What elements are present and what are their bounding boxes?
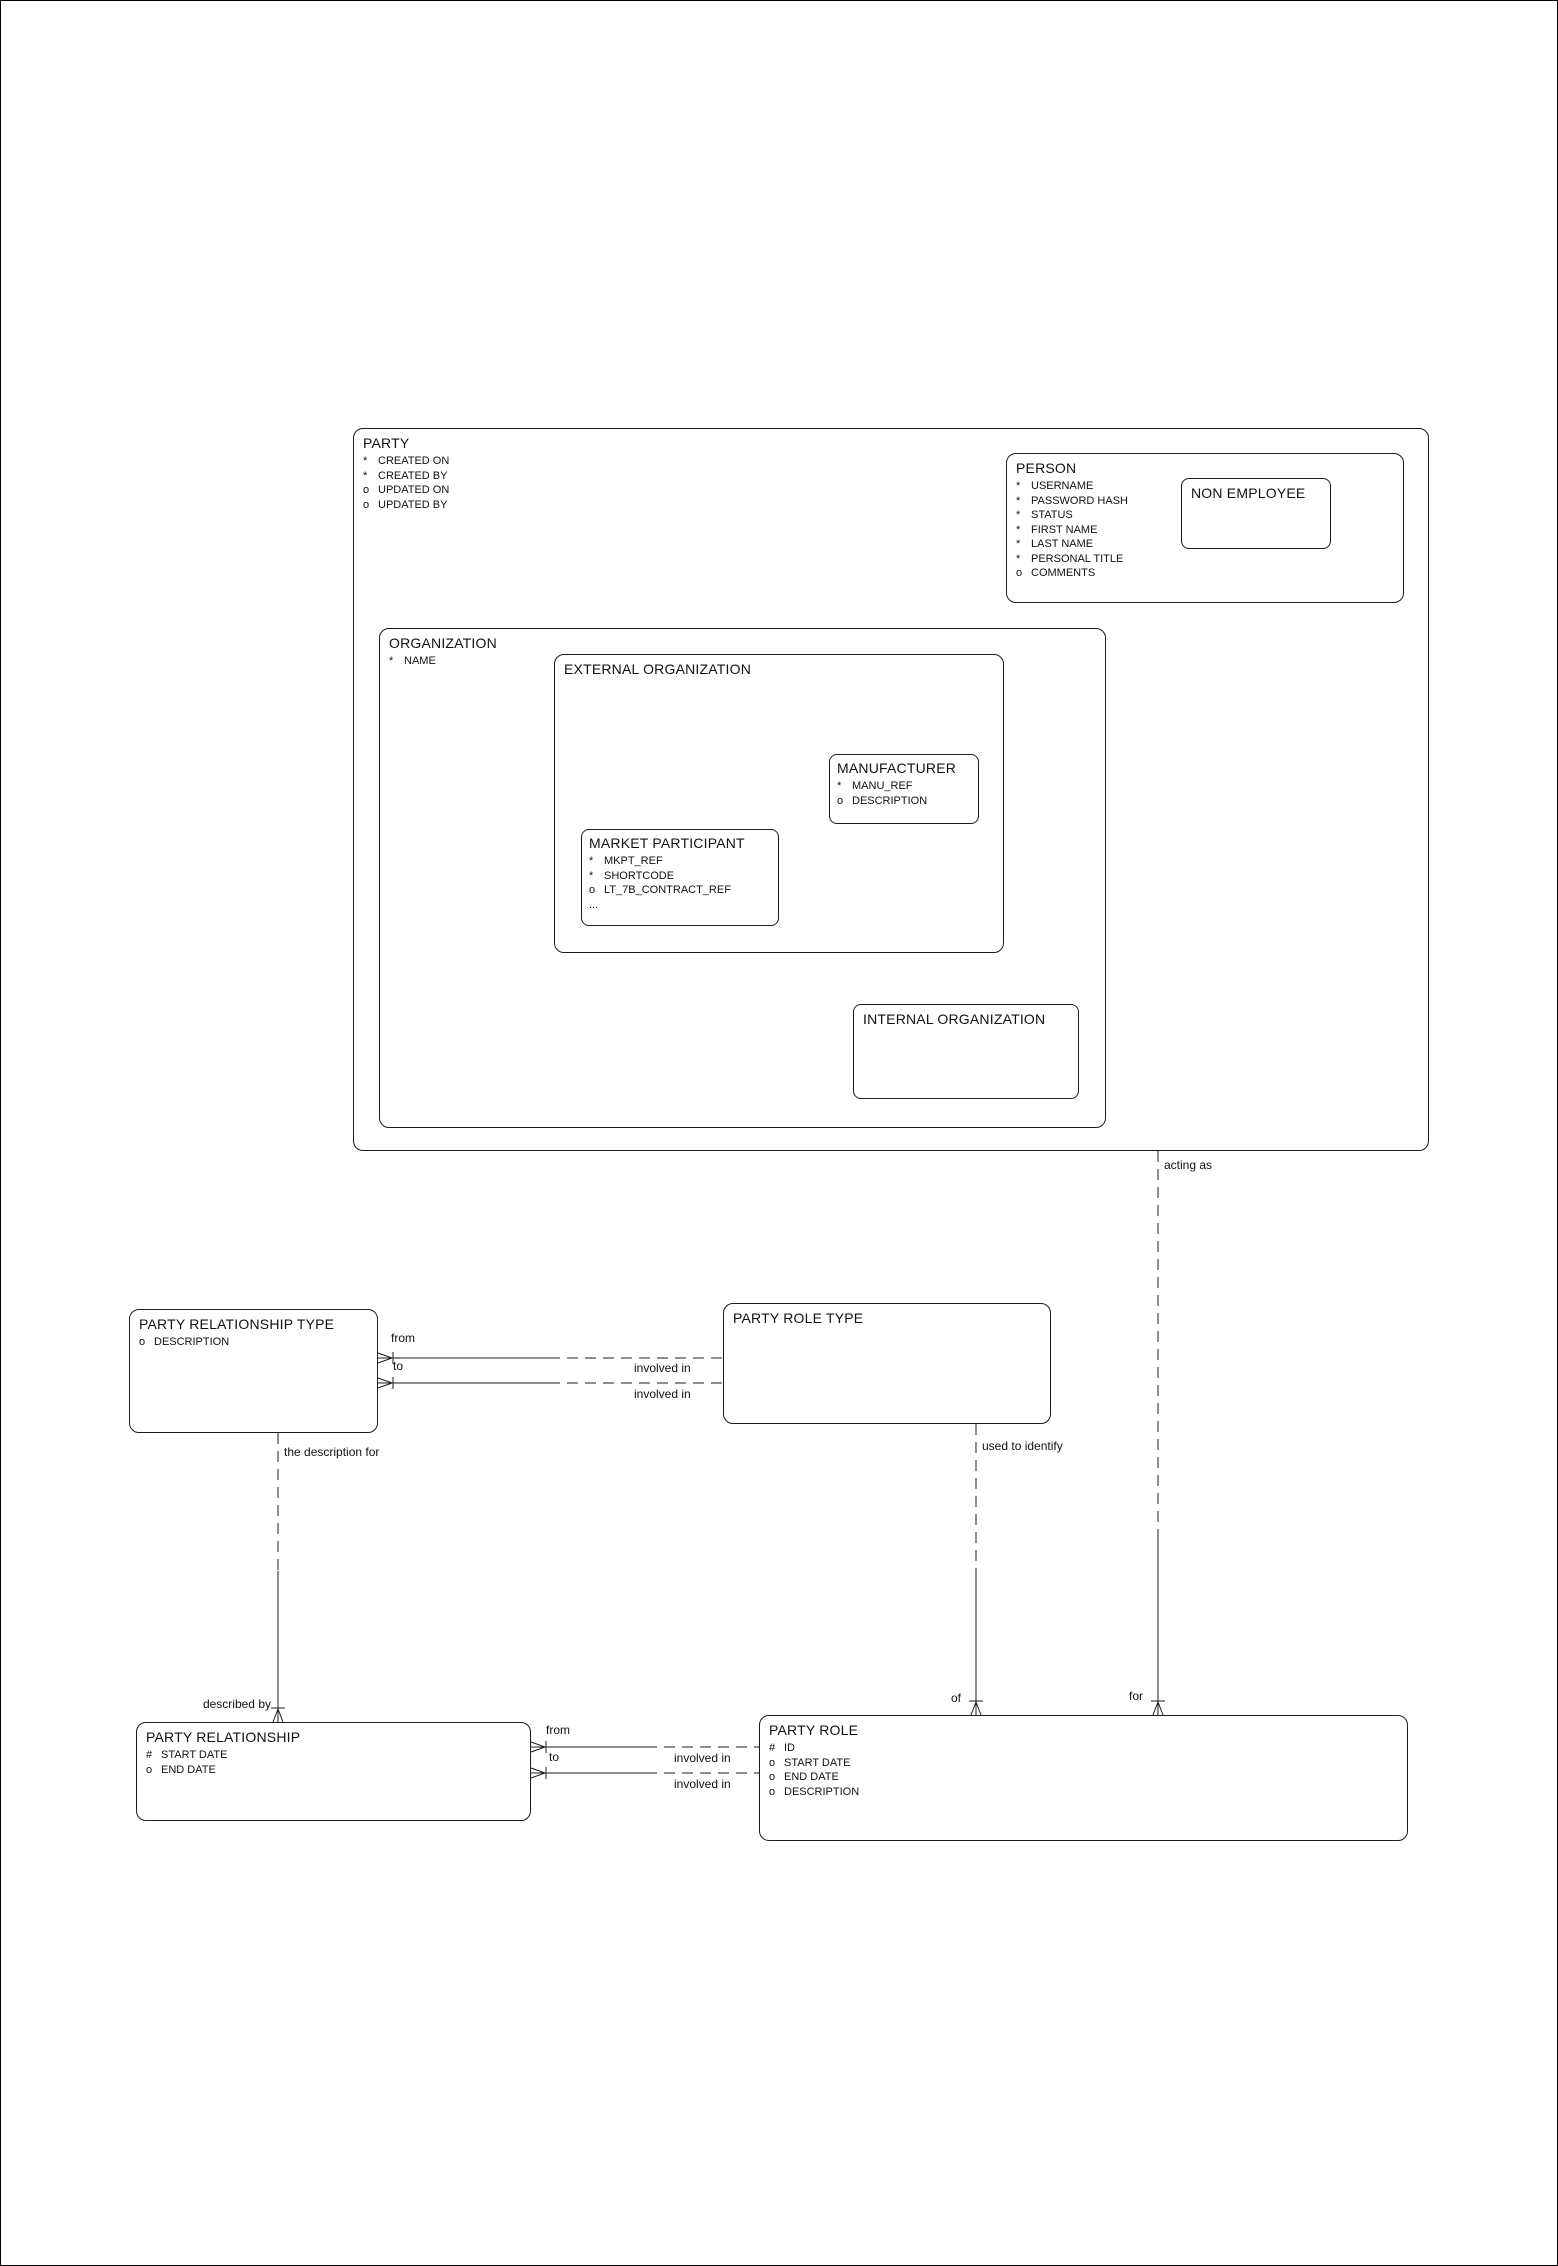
- entity-title: PARTY: [363, 435, 410, 451]
- relationship-label-involved-in-bottom-1: involved in: [674, 1751, 731, 1765]
- entity-title: MARKET PARTICIPANT: [589, 835, 745, 851]
- entity-title: PARTY RELATIONSHIP TYPE: [139, 1316, 335, 1332]
- entity-title: PARTY ROLE: [769, 1722, 859, 1738]
- entity-non-employee[interactable]: NON EMPLOYEE: [1181, 478, 1331, 549]
- attribute-row: *FIRST NAME: [1016, 523, 1098, 536]
- relationship-label-from-bottom: from: [546, 1723, 570, 1737]
- attribute-list: *USERNAME *PASSWORD HASH *STATUS *FIRST NAM…: [1016, 479, 1394, 581]
- entity-title: PARTY RELATIONSHIP: [146, 1729, 301, 1745]
- attribute-list: *NAME: [389, 654, 1096, 669]
- entity-title: ORGANIZATION: [389, 635, 497, 651]
- relationship-label-involved-in-bottom-2: involved in: [674, 1777, 731, 1791]
- entity-party-role-type[interactable]: PARTY ROLE TYPE: [723, 1303, 1051, 1424]
- relationship-label-to-top: to: [393, 1359, 404, 1373]
- entity-person[interactable]: PERSON *USERNAME *PASSWORD HASH *STATUS *FI…: [1006, 453, 1404, 603]
- attribute-row: *MANU_REF: [837, 780, 913, 792]
- entity-title: PARTY ROLE TYPE: [733, 1310, 864, 1326]
- entity-title: NON EMPLOYEE: [1191, 485, 1306, 501]
- attribute-row: *USERNAME: [1016, 480, 1094, 492]
- entity-title: INTERNAL ORGANIZATION: [863, 1011, 1046, 1027]
- entity-title: EXTERNAL ORGANIZATION: [564, 661, 751, 677]
- attribute-row: *SHORTCODE: [589, 869, 675, 882]
- attribute-row: *NAME: [389, 655, 436, 667]
- relationship-label-of: of: [950, 1691, 961, 1705]
- attribute-row: ...: [589, 898, 599, 911]
- relationship-label-involved-in-top-1: involved in: [634, 1361, 691, 1375]
- relationship-label-to-bottom: to: [549, 1750, 560, 1764]
- attribute-row: *PASSWORD HASH: [1016, 494, 1128, 507]
- entity-organization[interactable]: ORGANIZATION *NAME: [379, 628, 1106, 1128]
- relationship-label-the-description-for: the description for: [284, 1445, 380, 1459]
- relationship-label-from-top: from: [391, 1331, 415, 1345]
- attribute-row: *STATUS: [1016, 509, 1073, 521]
- relationship-label-described-by: described by: [202, 1697, 271, 1711]
- attribute-row: *MKPT_REF: [589, 855, 663, 867]
- relationship-label-used-to-identify: used to identify: [982, 1439, 1063, 1453]
- relationship-label-acting-as: acting as: [1164, 1158, 1213, 1172]
- relationship-label-involved-in-top-2: involved in: [634, 1387, 691, 1401]
- attribute-row: *CREATED ON: [363, 455, 450, 467]
- relationship-label-for: for: [1128, 1689, 1143, 1703]
- attribute-row: *PERSONAL TITLE: [1016, 552, 1124, 565]
- entity-internal-organization[interactable]: INTERNAL ORGANIZATION: [853, 1004, 1079, 1099]
- attribute-row: *LAST NAME: [1016, 538, 1094, 550]
- entity-title: MANUFACTURER: [837, 760, 957, 776]
- entity-title: PERSON: [1016, 460, 1077, 476]
- attribute-row: *CREATED BY: [363, 469, 448, 482]
- entity-external-organization[interactable]: EXTERNAL ORGANIZATION: [554, 654, 1004, 953]
- attribute-row: #START DATE: [146, 1749, 228, 1761]
- attribute-row: #ID: [769, 1742, 795, 1754]
